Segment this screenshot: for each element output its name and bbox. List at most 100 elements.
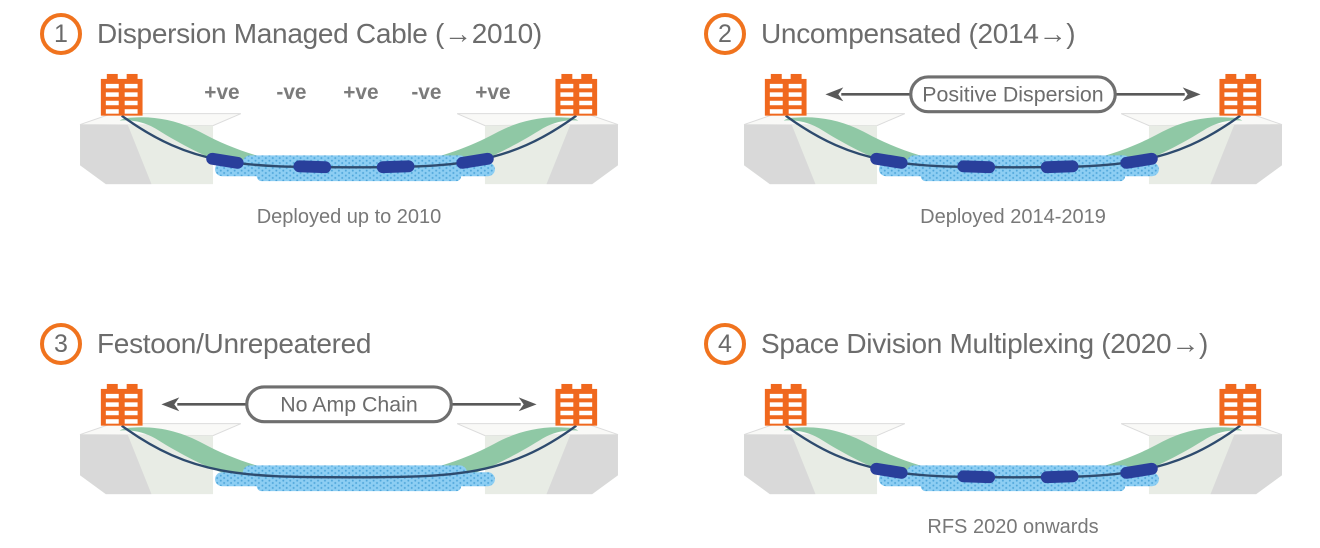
repeater-amplifier: [957, 160, 996, 174]
building-window: [560, 92, 574, 97]
repeater-amplifier: [1040, 160, 1079, 174]
deployment-caption: Deployed up to 2010: [256, 206, 442, 228]
landmass: [1057, 113, 1283, 185]
panel-space-division-multiplexing: 4 Space Division Multiplexing (2020→) RF…: [704, 322, 1320, 540]
landing-station-building-icon: [1219, 383, 1262, 426]
deployment-caption: RFS 2020 onwards: [927, 516, 1099, 538]
panel-header: 1 Dispersion Managed Cable (→2010): [40, 12, 662, 56]
building-window: [769, 410, 783, 416]
building-window: [769, 402, 783, 407]
seabed-hatch: [256, 481, 462, 492]
building-window: [769, 83, 783, 89]
panel-uncompensated: 2 Uncompensated (2014→) Positive Dispers…: [704, 12, 1320, 230]
building-window: [769, 100, 783, 106]
repeater-amplifier: [456, 152, 494, 169]
building-window: [1224, 410, 1238, 416]
building-window: [105, 83, 119, 89]
building-window: [105, 393, 119, 399]
repeater-amplifier: [870, 462, 908, 479]
building-window: [1224, 109, 1238, 114]
right-landmass: [393, 423, 619, 495]
building-window: [788, 402, 802, 407]
repeater-amplifier: [376, 160, 415, 174]
building-window: [1243, 109, 1257, 114]
building-window: [105, 410, 119, 416]
arrow-left-icon: [825, 87, 844, 102]
panel-header: 4 Space Division Multiplexing (2020→): [704, 322, 1320, 366]
landing-station-building-icon: [555, 73, 598, 116]
landing-station-building-icon: [764, 73, 807, 116]
repeater-amplifier: [957, 470, 996, 484]
building-window: [769, 109, 783, 114]
building-window: [1224, 419, 1238, 424]
panel-title: Space Division Multiplexing (2020→): [761, 328, 1209, 359]
building-window: [124, 402, 138, 407]
land-side-face: [744, 124, 816, 185]
building-window: [560, 419, 574, 424]
dispersion-sign-label: +ve: [475, 81, 510, 104]
building-window: [769, 393, 783, 399]
dispersion-sign-label: +ve: [204, 81, 239, 104]
submarine-cable: [121, 424, 577, 479]
right-landmass: [1057, 423, 1283, 495]
submarine-cable: [785, 424, 1241, 479]
building-window: [560, 410, 574, 416]
building-window: [1243, 419, 1257, 424]
building-window: [579, 402, 593, 407]
building-window: [1243, 402, 1257, 407]
land-side-face: [1210, 434, 1282, 495]
repeater-amplifier: [1040, 470, 1079, 484]
building-window: [124, 100, 138, 106]
building-window: [560, 402, 574, 407]
building-window: [1224, 393, 1238, 399]
building-window: [124, 109, 138, 114]
building-window: [105, 419, 119, 424]
building-window: [1224, 92, 1238, 97]
panel-header: 2 Uncompensated (2014→): [704, 12, 1320, 56]
panel-title: Uncompensated (2014→): [761, 18, 1076, 49]
submarine-cable: [785, 114, 1241, 169]
deployment-caption: [66, 516, 632, 540]
dispersion-sign-label: -ve: [411, 81, 441, 104]
building-window: [105, 100, 119, 106]
panel-title: Dispersion Managed Cable (→2010): [97, 18, 542, 49]
seabed-hatch: [256, 171, 462, 182]
panel-header: 3 Festoon/Unrepeatered: [40, 322, 662, 366]
circled-number-badge: 4: [704, 323, 746, 365]
submarine-cable-illustration: No Amp Chain: [79, 383, 619, 495]
left-landmass: [743, 113, 969, 185]
repeater-amplifier: [206, 152, 244, 169]
building-window: [769, 419, 783, 424]
land-side-face: [1210, 124, 1282, 185]
building-window: [788, 393, 802, 399]
building-window: [788, 100, 802, 106]
circled-number-badge: 1: [40, 13, 82, 55]
submarine-cable: [121, 114, 577, 169]
building-window: [560, 100, 574, 106]
building-window: [579, 410, 593, 416]
building-window: [579, 100, 593, 106]
building-window: [579, 109, 593, 114]
building-window: [1224, 83, 1238, 89]
land-side-face: [546, 434, 618, 495]
callout-label: No Amp Chain: [280, 392, 418, 416]
submarine-cable-illustration: Positive Dispersion: [743, 73, 1283, 185]
building-window: [105, 402, 119, 407]
building-window: [105, 109, 119, 114]
building-window: [579, 419, 593, 424]
building-window: [124, 393, 138, 399]
land-side-face: [744, 434, 816, 495]
callout-pill: [909, 75, 1117, 114]
landing-station-building-icon: [100, 73, 143, 116]
building-window: [124, 410, 138, 416]
building-window: [788, 419, 802, 424]
dispersion-sign-label: +ve: [343, 81, 378, 104]
building-window: [124, 419, 138, 424]
building-window: [124, 83, 138, 89]
land-side-face: [546, 124, 618, 185]
building-window: [1224, 100, 1238, 106]
landmass: [393, 423, 619, 495]
building-window: [769, 92, 783, 97]
building-window: [1243, 92, 1257, 97]
